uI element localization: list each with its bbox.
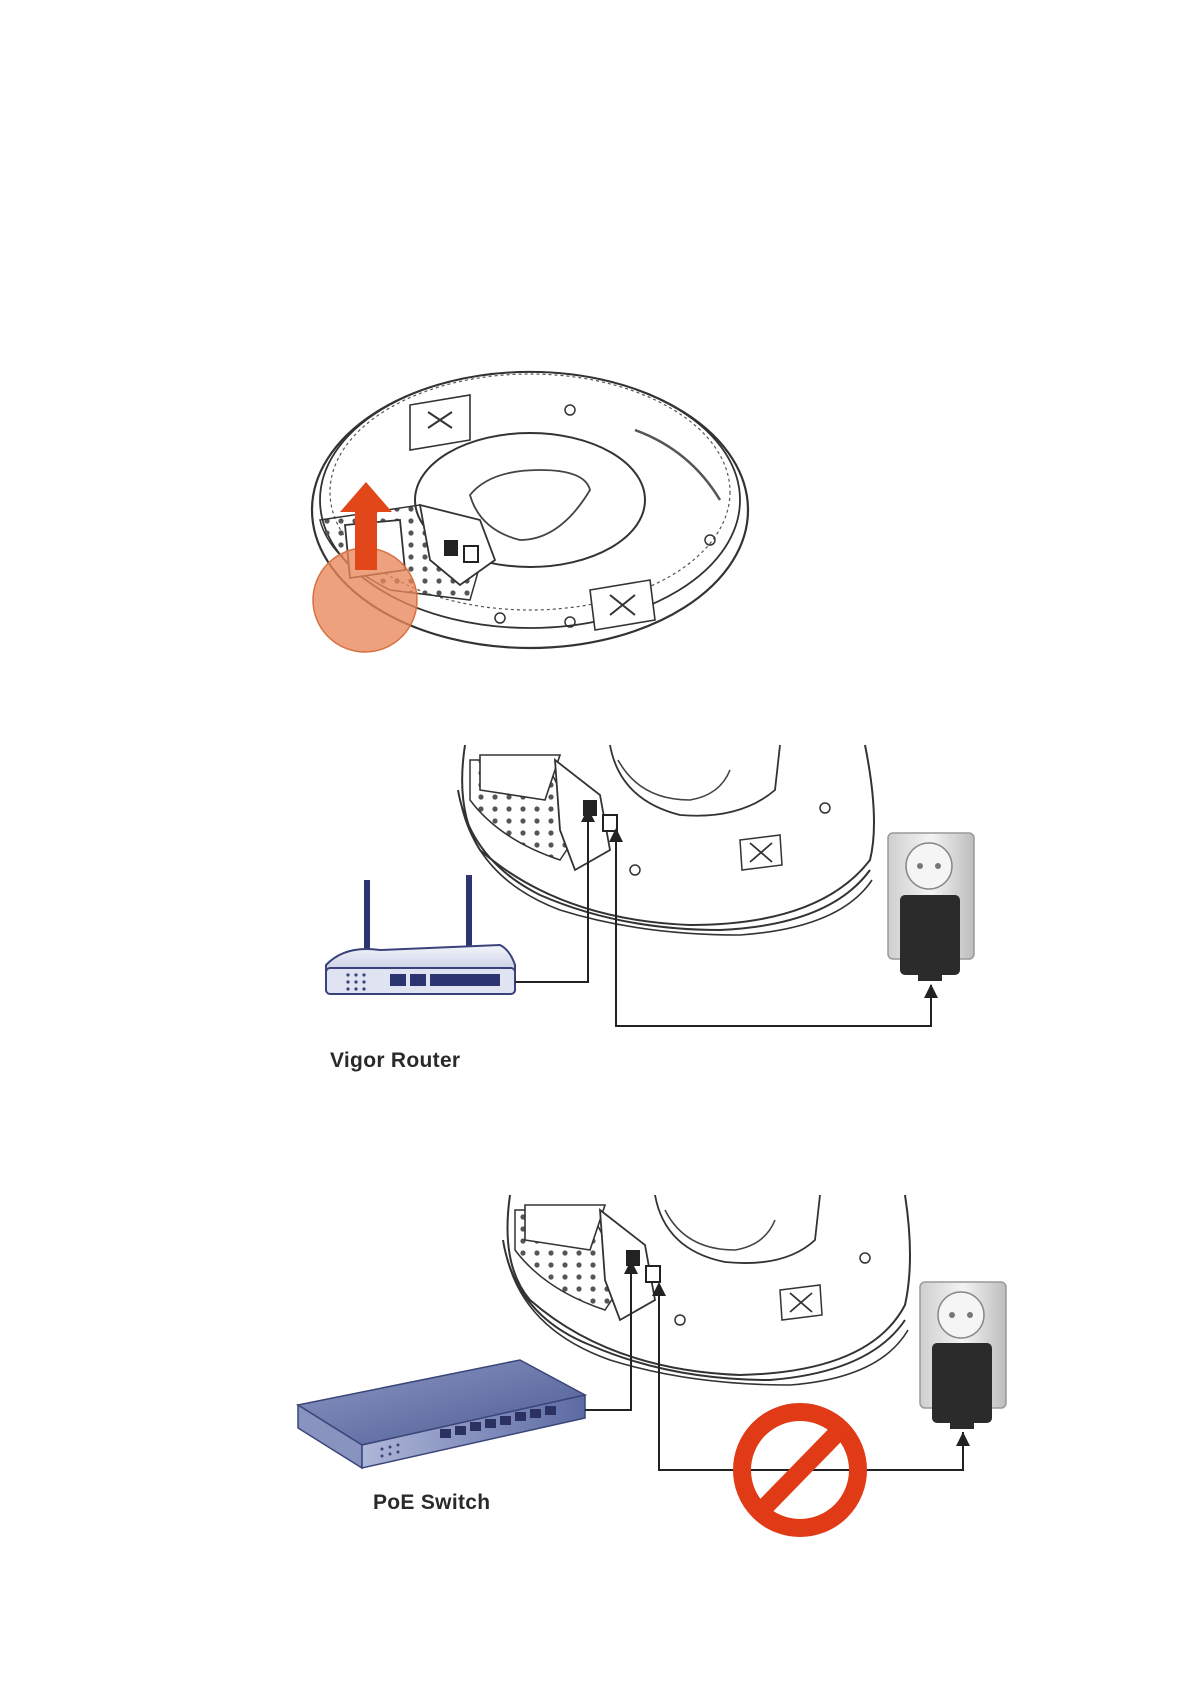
ceiling-ap-underside-figure (312, 372, 748, 652)
power-adapter-icon (900, 895, 960, 981)
power-adapter-icon (932, 1343, 992, 1429)
poe-switch-connection-figure (298, 1195, 1006, 1528)
router-icon (326, 875, 515, 994)
router-caption: Vigor Router (330, 1049, 460, 1073)
poe-switch-caption: PoE Switch (373, 1491, 490, 1515)
router-connection-figure (326, 745, 974, 1026)
poe-switch-icon (298, 1360, 585, 1468)
